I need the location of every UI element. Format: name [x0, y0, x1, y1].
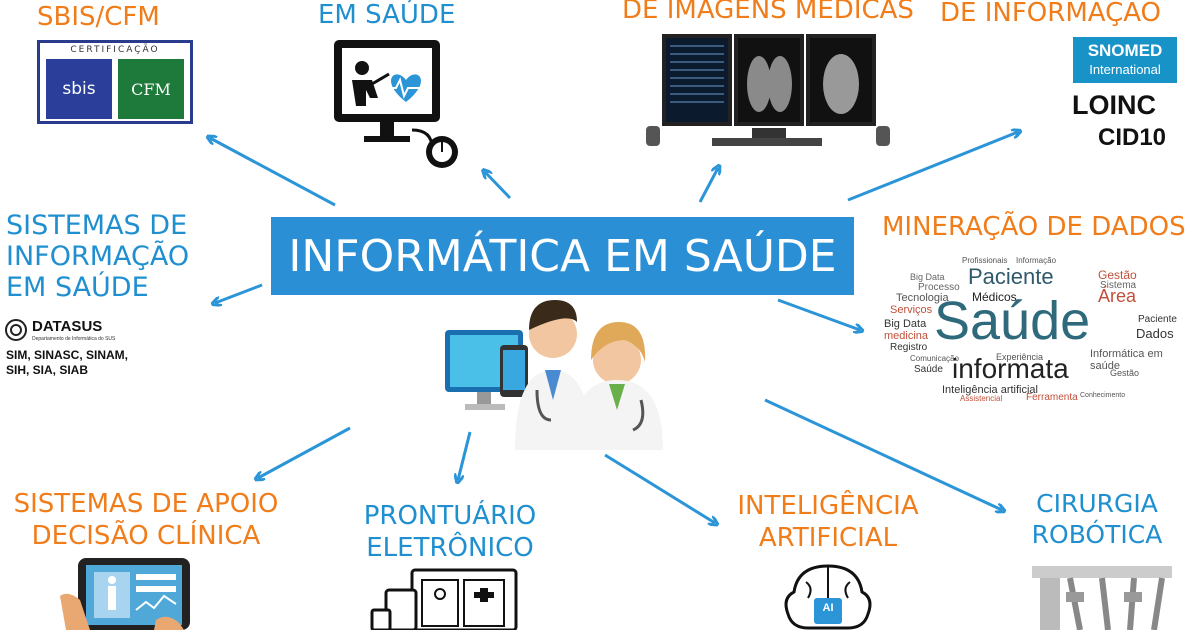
word-assistencial: Assistencial — [960, 394, 1003, 403]
mineracao-label: MINERAÇÃO DE DADOS — [882, 212, 1186, 242]
padroes-label: DE INFORMAÇÃO — [940, 0, 1162, 28]
word-dados: Dados — [1136, 326, 1174, 341]
cid10-text: CID10 — [1098, 124, 1167, 151]
word-registro: Registro — [890, 342, 928, 353]
surgical-robot-icon — [1032, 566, 1172, 630]
ia-line1: INTELIGÊNCIA — [737, 491, 919, 521]
arrow-ensino — [485, 172, 512, 200]
sistemas-info-label: SISTEMAS DE INFORMAÇÃO EM SAÚDE — [6, 210, 189, 303]
ai-chip-label: AI — [822, 602, 834, 614]
arrow-sbis — [210, 138, 336, 207]
word-saude-small: Saúde — [914, 364, 943, 375]
word-conhecimento: Conhecimento — [1080, 392, 1126, 399]
apoio-line1: SISTEMAS DE APOIO — [13, 489, 279, 519]
word-area: Área — [1098, 286, 1137, 306]
word-medicina: medicina — [884, 330, 929, 342]
doctors-illustration — [445, 300, 663, 450]
word-medicos: Médicos — [972, 290, 1017, 304]
word-informacao: Ferramenta — [1026, 392, 1078, 403]
arrow-prontuario — [458, 431, 472, 480]
word-ferramenta: Profissionais — [962, 256, 1008, 265]
loinc-logo: LOINC — [1072, 90, 1156, 120]
center-title: INFORMÁTICA EM SAÚDE — [271, 217, 854, 295]
arrow-ia — [604, 453, 715, 523]
teaching-monitor-icon — [334, 40, 458, 168]
arrow-apoio — [258, 426, 351, 478]
electronic-record-icon — [370, 568, 518, 630]
apoio-decisao-label: SISTEMAS DE APOIO DECISÃO CLÍNICA — [10, 488, 282, 552]
cfm-logo: CFM — [118, 59, 184, 119]
datasus-systems: SIM, SINASC, SINAM, SIH, SIA, SIAB — [6, 348, 128, 378]
ia-label: INTELIGÊNCIA ARTIFICIAL — [730, 490, 926, 554]
prontuario-line1: PRONTUÁRIO — [363, 501, 537, 531]
sistemas-info-line1: SISTEMAS DE — [6, 210, 188, 241]
word-bigdata: Big Data — [884, 318, 927, 330]
word-ia: Experiência — [996, 352, 1044, 362]
cert-text: CERTIFICAÇÃO — [70, 45, 160, 55]
datasus-systems-line2: SIH, SIA, SIAB — [6, 363, 89, 377]
prontuario-label: PRONTUÁRIO ELETRÔNICO — [352, 500, 548, 564]
ai-brain-icon — [784, 564, 872, 630]
sbis-logo: sbis — [46, 59, 112, 119]
apoio-line2: DECISÃO CLÍNICA — [31, 521, 261, 551]
arrow-imagens — [698, 168, 718, 203]
arrow-padroes — [847, 132, 1018, 202]
datasus-subtitle: Departamento de Informática do SUS — [32, 336, 116, 342]
word-comunicacao: Comunicação — [910, 354, 959, 363]
arrow-sistemas — [215, 283, 263, 303]
cirurgia-line2: ROBÓTICA — [1031, 520, 1163, 549]
word-tecnologia: Tecnologia — [896, 292, 949, 304]
sistemas-info-line3: EM SAÚDE — [6, 272, 149, 303]
snomed-text: SNOMED — [1087, 41, 1163, 60]
arrow-cirurgia — [764, 398, 1002, 510]
word-experiencia: Informação — [1016, 256, 1057, 265]
imagens-label: DE IMAGENS MÉDICAS — [622, 0, 914, 22]
cirurgia-label: CIRURGIA ROBÓTICA — [1022, 488, 1172, 550]
word-servicos: Serviços — [890, 304, 933, 316]
word-gestao-small: Gestão — [1110, 368, 1140, 378]
tablet-clinical-icon — [60, 558, 190, 630]
cirurgia-line1: CIRURGIA — [1036, 489, 1158, 518]
snomed-international-text: International — [1089, 62, 1161, 77]
word-cloud: Profissionais Informação Paciente Gestão… — [880, 252, 1186, 410]
word-profissionais: Informática em saúde — [1090, 348, 1163, 372]
sbis-certification-logo: CERTIFICAÇÃO sbis CFM — [37, 40, 193, 124]
snomed-logo: SNOMED International — [1073, 37, 1177, 83]
word-informata: informata — [952, 353, 1069, 384]
word-bigdata-small: Big Data — [910, 272, 945, 282]
word-gestao: Gestão — [1098, 268, 1137, 282]
datasus-logo-icon — [5, 319, 27, 341]
word-processo: Processo — [918, 282, 960, 293]
word-informatica-saude: Inteligência artificial — [942, 384, 1038, 396]
arrow-mineracao — [777, 298, 860, 330]
sistemas-info-line2: INFORMAÇÃO — [6, 241, 190, 272]
sbis-cfm-label: SBIS/CFM — [37, 2, 160, 32]
medical-imaging-workstation-icon — [646, 34, 890, 146]
prontuario-line2: ELETRÔNICO — [366, 533, 534, 563]
ensino-label: EM SAÚDE — [318, 0, 456, 30]
word-saude-big: Saúde — [934, 291, 1091, 351]
word-sistema: Sistema — [1100, 280, 1137, 291]
datasus-text: DATASUS — [32, 318, 103, 335]
datasus-systems-line1: SIM, SINASC, SINAM, — [6, 348, 129, 362]
word-paciente: Paciente — [968, 264, 1054, 289]
ia-line2: ARTIFICIAL — [758, 523, 898, 553]
word-paciente-small: Paciente — [1138, 314, 1177, 325]
